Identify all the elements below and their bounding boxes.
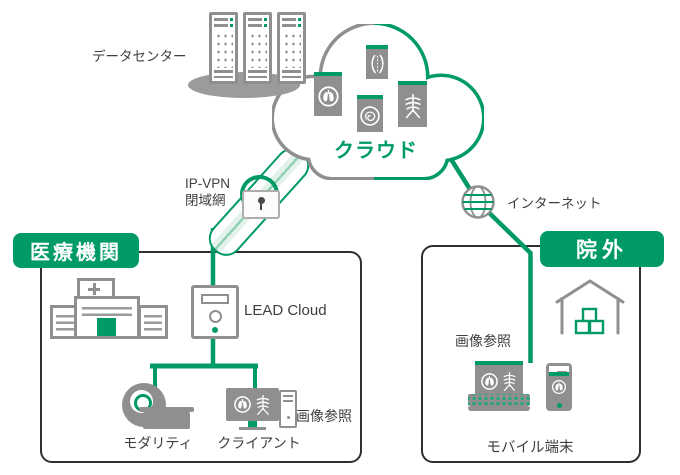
phone-home-button — [556, 403, 562, 408]
datacenter-icon — [209, 12, 306, 84]
laptop-keyboard — [468, 394, 530, 407]
laptop-icon — [468, 361, 530, 413]
hospital-zone-box — [40, 251, 362, 463]
vpn-label-line1: IP-VPN — [185, 176, 231, 191]
lead-cloud-server-icon — [191, 285, 239, 339]
lock-icon — [242, 190, 280, 219]
outside-zone-badge: 院外 — [540, 231, 664, 267]
chest-xray-icon — [398, 81, 427, 127]
server-rack-icon — [243, 12, 272, 84]
cloud-label: クラウド — [334, 140, 418, 162]
house-icon — [553, 276, 627, 336]
pelvis-xray-icon — [366, 45, 388, 79]
client-label: クライアント — [217, 435, 301, 451]
vpn-label-line2: 閉域網 — [185, 193, 226, 208]
keyhole-icon — [257, 197, 265, 204]
client-monitor-icon — [226, 388, 279, 421]
modality-label: モダリティ — [123, 435, 193, 451]
lungs-xray-icon — [314, 72, 342, 116]
server-rack-icon — [209, 12, 238, 84]
outside-zone-box — [421, 245, 641, 463]
hospital-zone-badge: 医療機関 — [13, 233, 139, 268]
laptop-screen — [475, 361, 523, 398]
mobile-devices-label: モバイル端末 — [486, 440, 574, 456]
internet-globe-icon — [460, 184, 496, 220]
smartphone-icon — [546, 363, 572, 411]
internet-label: インターネット — [507, 196, 602, 211]
medical-cross-icon — [88, 283, 100, 295]
hospital-building-icon — [50, 278, 168, 339]
lead-cloud-label: LEAD Cloud — [244, 302, 327, 319]
server-rack-icon — [277, 12, 306, 84]
hospital-door — [97, 318, 116, 336]
brain-scan-icon — [357, 95, 383, 132]
modality-icon — [122, 383, 194, 429]
client-tower-icon — [279, 390, 297, 428]
datacenter-label: データセンター — [92, 49, 187, 64]
keyhole-stem — [259, 202, 263, 210]
image-reference-label-left: 画像参照 — [296, 408, 352, 424]
vpn-label: IP-VPN 閉域網 — [185, 175, 230, 209]
client-workstation-icon — [226, 386, 298, 430]
image-reference-label-right: 画像参照 — [455, 333, 511, 349]
